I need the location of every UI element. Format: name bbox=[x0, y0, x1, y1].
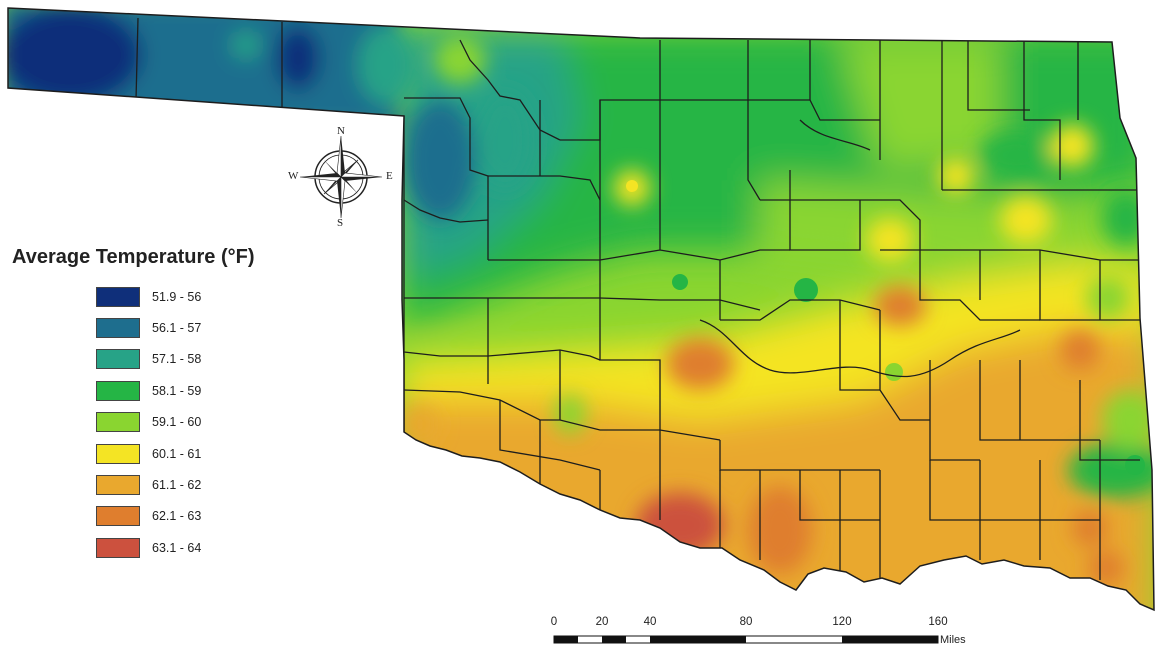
scale-bar: 0 20 40 80 120 160 Miles bbox=[548, 616, 988, 646]
compass-star-icon bbox=[299, 135, 383, 219]
legend-item: 59.1 - 60 bbox=[96, 407, 312, 438]
legend-swatch bbox=[96, 506, 140, 527]
legend-item: 61.1 - 62 bbox=[96, 469, 312, 500]
legend: Average Temperature (°F) 51.9 - 56 56.1 … bbox=[12, 246, 312, 564]
legend-item: 57.1 - 58 bbox=[96, 344, 312, 375]
legend-item: 56.1 - 57 bbox=[96, 312, 312, 343]
scale-bar-graphic bbox=[553, 635, 939, 644]
scale-tick-label: 40 bbox=[643, 616, 657, 628]
legend-items: 51.9 - 56 56.1 - 57 57.1 - 58 58.1 - 59 … bbox=[96, 281, 312, 564]
legend-label: 56.1 - 57 bbox=[152, 321, 202, 336]
scale-unit-label: Miles bbox=[940, 634, 966, 646]
legend-label: 62.1 - 63 bbox=[152, 509, 202, 524]
legend-swatch bbox=[96, 412, 140, 433]
scale-tick-label: 120 bbox=[832, 616, 852, 628]
legend-label: 63.1 - 64 bbox=[152, 540, 202, 555]
scale-tick-label: 160 bbox=[928, 616, 948, 628]
legend-swatch bbox=[96, 380, 140, 401]
legend-swatch bbox=[96, 318, 140, 339]
compass-east-label: E bbox=[386, 170, 393, 182]
legend-swatch bbox=[96, 443, 140, 464]
legend-swatch bbox=[96, 475, 140, 496]
legend-title: Average Temperature (°F) bbox=[12, 246, 255, 268]
legend-item: 62.1 - 63 bbox=[96, 501, 312, 532]
legend-swatch bbox=[96, 537, 140, 558]
legend-item: 60.1 - 61 bbox=[96, 438, 312, 469]
legend-label: 59.1 - 60 bbox=[152, 415, 202, 430]
legend-item: 58.1 - 59 bbox=[96, 375, 312, 406]
legend-swatch bbox=[96, 286, 140, 307]
scale-tick-label: 80 bbox=[739, 616, 753, 628]
legend-item: 51.9 - 56 bbox=[96, 281, 312, 312]
legend-label: 58.1 - 59 bbox=[152, 383, 202, 398]
legend-item: 63.1 - 64 bbox=[96, 532, 312, 563]
compass-west-label: W bbox=[288, 170, 299, 182]
scale-tick-label: 0 bbox=[550, 616, 558, 628]
legend-label: 60.1 - 61 bbox=[152, 446, 202, 461]
compass-south-label: S bbox=[337, 217, 344, 229]
legend-label: 57.1 - 58 bbox=[152, 352, 202, 367]
legend-swatch bbox=[96, 349, 140, 370]
compass-north-label: N bbox=[337, 125, 345, 137]
compass-rose-icon: N S W E bbox=[286, 122, 396, 232]
legend-label: 61.1 - 62 bbox=[152, 478, 202, 493]
scale-tick-label: 20 bbox=[595, 616, 609, 628]
legend-label: 51.9 - 56 bbox=[152, 289, 202, 304]
